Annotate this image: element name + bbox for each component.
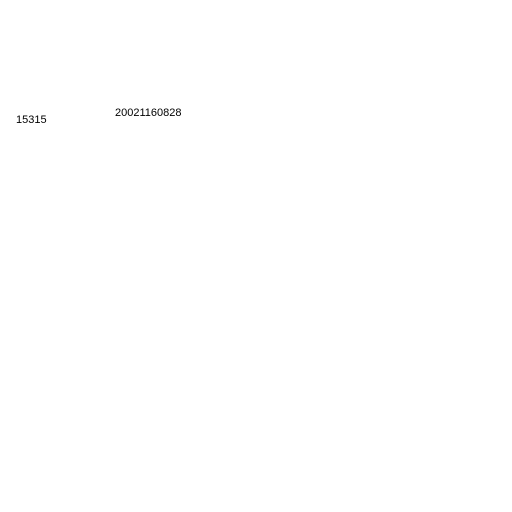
number-label-left: 15315 — [16, 114, 47, 126]
number-label-center: 20021160828 — [115, 107, 182, 119]
